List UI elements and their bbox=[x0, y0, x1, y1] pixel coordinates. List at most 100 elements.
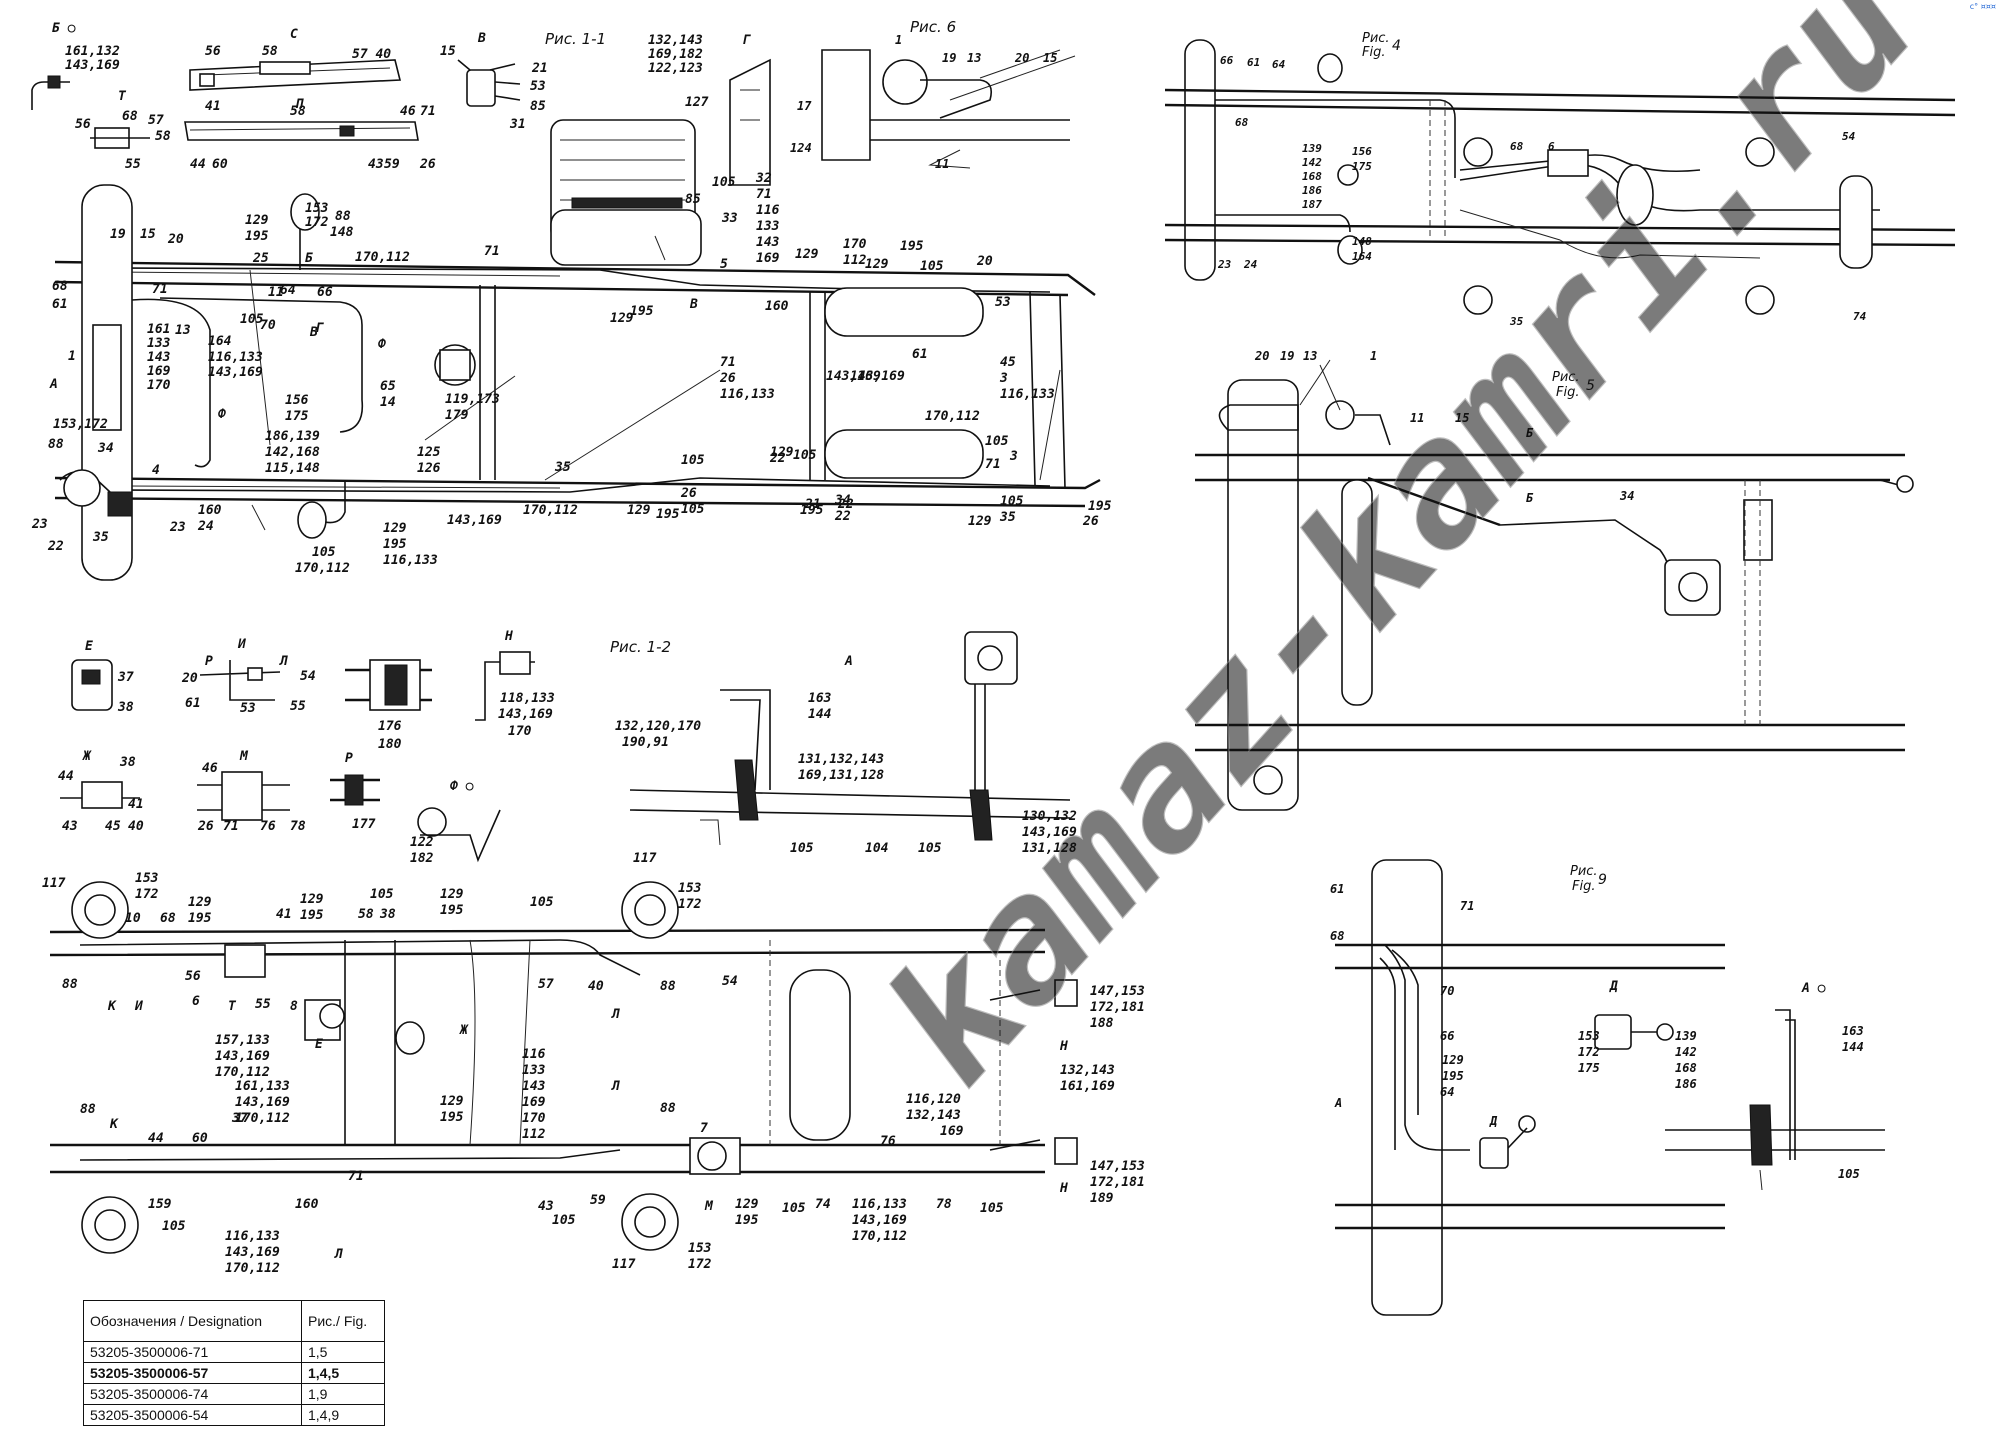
callout-label: 129 bbox=[735, 1197, 759, 1212]
callout-label: 57 40 bbox=[352, 47, 391, 62]
callout-label: 105 bbox=[530, 895, 554, 910]
callout-label: 15 bbox=[140, 227, 156, 242]
callout-label: 58 bbox=[358, 907, 374, 922]
callout-label: 41 bbox=[128, 797, 144, 812]
callout-label: 170 bbox=[508, 724, 532, 739]
fig5-title-en: Fig. bbox=[1556, 385, 1579, 400]
callout-label: 188 bbox=[1090, 1016, 1114, 1031]
view-label-t: Т bbox=[118, 89, 127, 104]
callout-label: 25 bbox=[252, 251, 269, 266]
callout-label: 147,153 bbox=[1090, 984, 1145, 999]
callout-label: 85 bbox=[685, 192, 701, 207]
callout-label: 46 bbox=[400, 104, 416, 119]
table-row: 53205-3500006-54 1,4,9 bbox=[83, 1404, 385, 1426]
callout-label: 129 bbox=[245, 213, 269, 228]
callout-label: 127 bbox=[685, 95, 709, 110]
callout-label: 195 bbox=[735, 1213, 759, 1228]
callout-label: 112 bbox=[843, 253, 867, 268]
callout-label: 129 bbox=[440, 887, 464, 902]
callout-label: 37 bbox=[231, 1111, 248, 1126]
callout-label: Л bbox=[334, 1247, 343, 1262]
callout-label: 3 bbox=[999, 371, 1008, 386]
callout-label: 68 bbox=[52, 279, 68, 294]
callout-label: 60 bbox=[212, 157, 228, 172]
callout-label: А bbox=[1334, 1096, 1342, 1110]
callout-label: 71 bbox=[152, 282, 168, 297]
callout-label: 71 bbox=[1460, 899, 1474, 913]
callout-label: 24 bbox=[197, 519, 214, 534]
callout-label: 172 bbox=[688, 1257, 712, 1272]
callout-label: 68 bbox=[1510, 140, 1524, 153]
callout-label: 11 bbox=[1410, 411, 1424, 425]
callout-label: 44 bbox=[190, 157, 206, 172]
callout-label: 116,133 bbox=[208, 350, 263, 365]
callout-label: Ф bbox=[218, 407, 226, 422]
callout-label: 195 bbox=[383, 537, 407, 552]
callout-label: 170 bbox=[843, 237, 867, 252]
view-label-fo: Ф ○ bbox=[450, 779, 474, 794]
callout-label: 116,133 bbox=[383, 553, 438, 568]
callout-label: 74 bbox=[815, 1197, 831, 1212]
callout-label: 88 bbox=[335, 209, 351, 224]
callout-label: 105 bbox=[782, 1201, 806, 1216]
callout-label: 195 bbox=[800, 503, 824, 518]
callout-label: К bbox=[109, 1117, 119, 1132]
fig-header: Рис./ Fig. bbox=[301, 1300, 385, 1342]
callout-label: 129 bbox=[968, 514, 992, 529]
callout-label: 105 bbox=[681, 502, 705, 517]
callout-label: 88 bbox=[80, 1102, 96, 1117]
callout-label: 195 bbox=[656, 507, 680, 522]
callout-label: 105 bbox=[370, 887, 394, 902]
detail-p2 bbox=[345, 659, 432, 711]
callout-label: 105 bbox=[918, 841, 942, 856]
detail-zh bbox=[60, 781, 140, 809]
callout-label: 13 bbox=[175, 323, 191, 338]
view-label-d: Д bbox=[1609, 979, 1618, 994]
fig9-title-ru: Рис. bbox=[1570, 864, 1598, 879]
callout-label: 179 bbox=[445, 408, 469, 423]
callout-label: 142,168 bbox=[265, 445, 320, 460]
callout-label: 133 bbox=[756, 219, 780, 234]
callout-label: 190,91 bbox=[622, 735, 669, 750]
designation-cell: 53205-3500006-54 bbox=[83, 1404, 302, 1426]
callout-label: Б bbox=[305, 251, 313, 266]
callout-label: 10 bbox=[125, 911, 141, 926]
callout-label: Н bbox=[1059, 1181, 1068, 1196]
callout-label: 35 bbox=[92, 530, 109, 545]
table-row: 53205-3500006-57 1,4,5 bbox=[83, 1362, 385, 1384]
callout-label: 43 bbox=[538, 1199, 554, 1214]
callout-label: 129 bbox=[383, 521, 407, 536]
callout-label: 105 bbox=[793, 448, 817, 463]
callout-label: 20 bbox=[976, 254, 993, 269]
callout-label: 13 bbox=[1303, 349, 1317, 363]
callout-label: 132,143 bbox=[648, 33, 703, 48]
callout-label: 195 bbox=[630, 304, 654, 319]
callout-label: 26 bbox=[1082, 514, 1099, 529]
callout-label: 6 bbox=[1548, 140, 1555, 153]
callout-label: 64 bbox=[1440, 1085, 1454, 1099]
callout-label: 61 bbox=[185, 696, 201, 711]
callout-label: 56 bbox=[75, 117, 91, 132]
callout-label: 32 bbox=[755, 171, 772, 186]
callout-label: 133 bbox=[147, 336, 171, 351]
callout-label: 164 bbox=[208, 334, 232, 349]
callout-label: 78 bbox=[936, 1197, 952, 1212]
callout-label: 131,132,143 bbox=[798, 752, 884, 767]
fig1-1-title: Рис. 1-1 bbox=[545, 30, 606, 48]
callout-label: 13 bbox=[967, 51, 981, 65]
callout-label: 35 bbox=[1509, 315, 1524, 328]
callout-label: 116,133 bbox=[852, 1197, 907, 1212]
callout-label: 59 bbox=[590, 1193, 606, 1208]
callout-label: 61 bbox=[1247, 56, 1260, 69]
view-label-v: В bbox=[477, 31, 486, 46]
designation-table-header: Обозначения / Designation Рис./ Fig. bbox=[83, 1300, 385, 1342]
callout-label: 37 bbox=[117, 670, 134, 685]
view-c-sketch bbox=[189, 59, 402, 91]
callout-label: В bbox=[309, 325, 318, 340]
view-b-sketch bbox=[31, 75, 70, 110]
callout-label: 64 bbox=[280, 283, 296, 298]
detail-n bbox=[475, 651, 535, 721]
callout-label: 129 bbox=[440, 1094, 464, 1109]
callout-label: 15 bbox=[440, 44, 456, 59]
